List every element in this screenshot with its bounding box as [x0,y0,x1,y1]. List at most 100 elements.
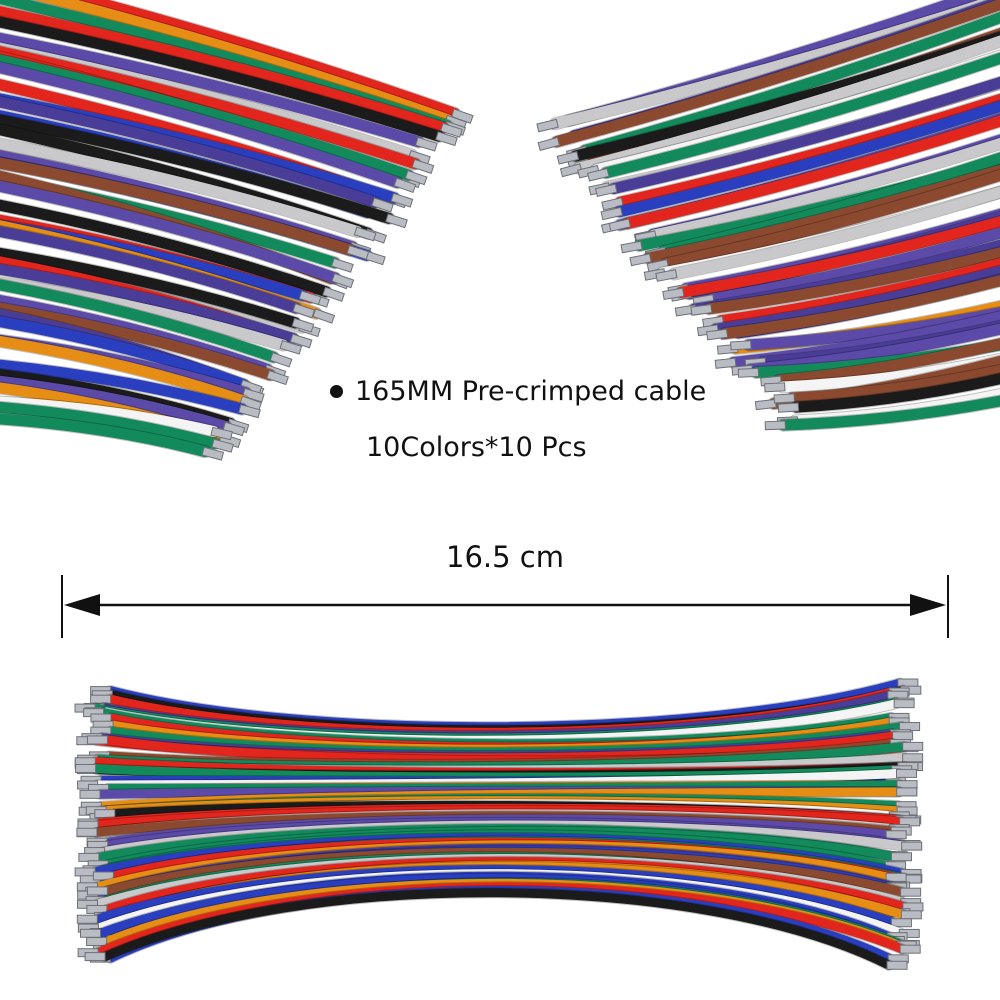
wire [0,401,221,450]
wire [614,93,1000,208]
wire [0,54,415,181]
crimp-terminal [895,768,917,778]
wire [648,137,1000,241]
crimp-terminal [266,369,289,386]
wire [719,275,1000,340]
crimp-terminal [600,206,623,221]
crimp-terminal [608,218,632,232]
crimp-terminal [890,852,912,862]
crimp-terminal [896,787,918,797]
wire [790,373,1000,413]
wire [0,375,232,433]
crimp-terminal [737,367,760,378]
crimp-terminal [298,290,322,306]
wire [0,396,220,438]
wire [0,335,249,407]
wire [705,227,1000,305]
crimp-terminal [84,952,106,962]
wire [0,32,425,148]
crimp-terminal [94,809,116,819]
wire [573,35,1000,174]
crimp-terminal [706,328,729,341]
wire [0,263,300,345]
bullet-icon [330,385,343,398]
wire [100,888,894,970]
feature-caption: 165MM Pre-crimped cable [330,376,706,407]
crimp-terminal [75,763,97,773]
wire [614,100,1000,218]
wire [622,115,1000,229]
wire [608,76,1000,195]
crimp-terminal [279,339,303,355]
crimp-terminal [764,382,786,393]
crimp-terminal [86,886,108,896]
crimp-terminal [331,272,355,289]
crimp-terminal [890,918,912,928]
crimp-terminal [601,197,624,211]
wire [660,169,1000,270]
quantity-caption: 10Colors*10 Pcs [366,432,587,463]
crimp-terminal [629,253,652,267]
crimp-terminal [885,830,907,840]
crimp-terminal [393,177,417,193]
wire [675,216,1000,299]
crimp-terminal [900,910,922,920]
wire [0,180,341,284]
crimp-terminal [435,131,458,147]
crimp-terminal [714,357,737,369]
crimp-terminal [440,122,463,138]
wire [0,316,249,390]
crimp-terminal [587,167,610,182]
wire [0,157,356,256]
arrowhead-left [64,594,100,616]
crimp-terminal [690,304,713,316]
crimp-terminal [242,387,265,403]
wire [0,46,421,170]
wire [66,0,461,119]
crimp-terminal [238,404,261,419]
arrowhead-right [910,594,946,616]
crimp-terminal [346,244,370,260]
top-right-cable-bundle [536,0,1000,432]
wire [710,265,1000,335]
crimp-terminal [559,163,583,178]
crimp-terminal [371,197,394,213]
wire [0,96,381,208]
wire [0,138,363,238]
crimp-terminal [90,694,112,704]
dimension-arrow [61,575,949,638]
crimp-terminal [902,753,924,763]
wire [0,225,302,314]
crimp-terminal [74,867,96,877]
wire [715,258,1000,327]
wire [703,247,1000,315]
wire [0,199,332,298]
crimp-terminal [390,192,414,208]
crimp-terminal [80,928,102,938]
wire [0,279,279,363]
crimp-terminal [900,887,922,897]
crimp-terminal [902,741,924,751]
crimp-terminal [291,317,315,333]
crimp-terminal [901,841,923,851]
crimp-terminal [893,699,915,709]
crimp-terminal [777,402,800,413]
crimp-terminal [201,446,225,461]
crimp-terminal [331,257,354,273]
crimp-terminal [78,852,100,862]
crimp-terminal [86,735,108,745]
crimp-terminal [353,226,377,242]
crimp-terminal [764,420,786,431]
crimp-terminal [411,158,435,174]
wire [0,359,248,415]
crimp-terminal [899,944,921,954]
wire [551,0,1000,148]
crimp-terminal [222,421,246,437]
crimp-terminal [92,871,114,881]
crimp-terminal [655,269,678,282]
crimp-terminal [76,827,98,837]
crimp-terminal [730,340,752,351]
feature-text: 165MM Pre-crimped cable [355,376,707,407]
